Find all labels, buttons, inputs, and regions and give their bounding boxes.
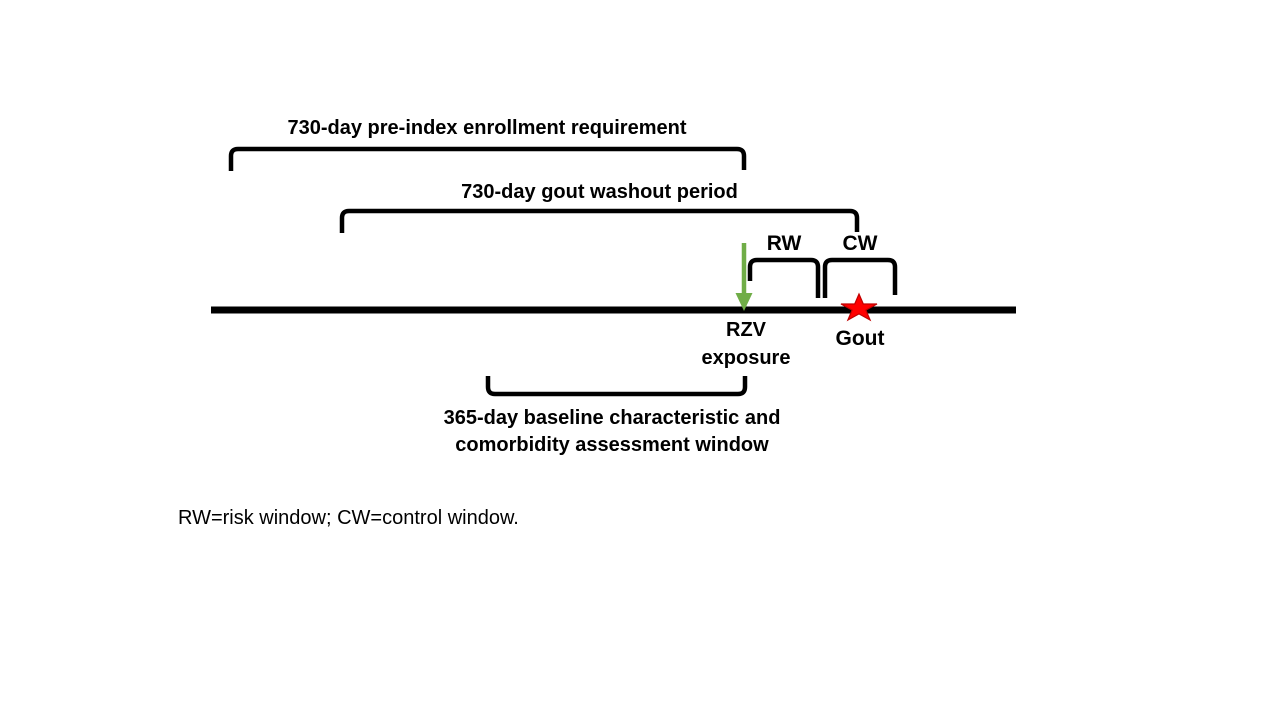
- rzv-exposure-label-line2: exposure: [701, 347, 791, 369]
- pre-index-bracket: [228, 146, 747, 171]
- rzv-exposure-arrow-icon: [735, 243, 753, 311]
- risk-window-bracket: [747, 257, 821, 298]
- baseline-bracket: [485, 376, 748, 397]
- control-window-bracket: [822, 257, 898, 298]
- baseline-bracket-label-line2: comorbidity assessment window: [455, 434, 769, 456]
- washout-bracket: [339, 208, 860, 233]
- gout-event-star-icon: [840, 292, 878, 322]
- baseline-bracket-label: 365-day baseline characteristic and como…: [412, 405, 812, 459]
- washout-bracket-label: 730-day gout washout period: [461, 181, 738, 203]
- control-window-label: CW: [842, 232, 878, 255]
- abbreviation-footnote: RW=risk window; CW=control window.: [178, 507, 519, 529]
- baseline-bracket-label-line1: 365-day baseline characteristic and: [443, 407, 781, 429]
- rzv-exposure-label-line1: RZV: [726, 319, 766, 341]
- pre-index-bracket-label: 730-day pre-index enrollment requirement: [287, 117, 687, 139]
- arrow-head: [735, 293, 753, 311]
- gout-event-label: Gout: [835, 327, 885, 350]
- risk-window-label: RW: [766, 232, 802, 255]
- rzv-exposure-label: RZV exposure: [666, 316, 826, 372]
